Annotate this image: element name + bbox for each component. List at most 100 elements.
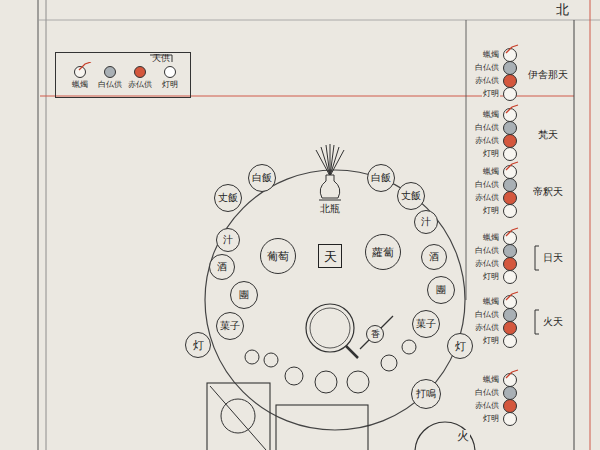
node-text: 汁 bbox=[223, 235, 233, 245]
item-label: 白仏供 bbox=[474, 247, 500, 255]
item-label: 蝋燭 bbox=[482, 51, 500, 59]
stand-box bbox=[207, 383, 270, 450]
item-label: 灯明 bbox=[482, 150, 500, 158]
offering-circle: 蘿蔔 bbox=[365, 234, 401, 270]
column-line bbox=[466, 20, 467, 300]
node-text: 天 bbox=[324, 250, 337, 263]
legend-item: 白仏供 bbox=[98, 66, 122, 89]
legend-swatch bbox=[104, 66, 116, 78]
node-text: 團 bbox=[239, 290, 249, 300]
legend-item: 赤仏供 bbox=[128, 66, 152, 89]
node-text: 蘿蔔 bbox=[372, 247, 394, 258]
item-label: 蝋燭 bbox=[482, 376, 500, 384]
heading-label: 火 bbox=[456, 430, 470, 443]
node-text: 白飯 bbox=[252, 173, 272, 183]
legend-swatch bbox=[74, 66, 86, 78]
legend-text: 蝋燭 bbox=[72, 81, 88, 89]
table-box bbox=[276, 405, 368, 450]
offering-circle: 香 bbox=[366, 325, 384, 343]
item-label: 白仏供 bbox=[474, 124, 500, 132]
incense-stick bbox=[360, 316, 393, 349]
item-label: 灯明 bbox=[482, 415, 500, 423]
offering-circle: 丈飯 bbox=[214, 184, 242, 212]
node-text: 葡萄 bbox=[267, 251, 289, 262]
heading-label: 梵天 bbox=[537, 130, 559, 141]
bracket bbox=[150, 55, 172, 62]
offering-circle: 酒 bbox=[421, 244, 447, 270]
tick-mark bbox=[77, 62, 93, 74]
item-label: 赤仏供 bbox=[474, 260, 500, 268]
node-text: 菓子 bbox=[220, 321, 240, 331]
deity-square: 天 bbox=[318, 244, 342, 268]
offering-circle: 汁 bbox=[216, 228, 240, 252]
node-text: 灯 bbox=[455, 341, 466, 352]
offering-circle: 灯 bbox=[185, 332, 211, 358]
heading-label: 帝釈天 bbox=[532, 187, 564, 198]
item-label: 赤仏供 bbox=[474, 324, 500, 332]
item-label: 赤仏供 bbox=[474, 77, 500, 85]
border-line bbox=[46, 0, 47, 450]
bowl-symbol bbox=[306, 304, 358, 358]
item-label: 赤仏供 bbox=[474, 137, 500, 145]
offering-group bbox=[504, 292, 519, 348]
node-text: 白飯 bbox=[371, 173, 391, 183]
item-label: 白仏供 bbox=[474, 181, 500, 189]
offering-circle: 葡萄 bbox=[260, 238, 296, 274]
bracket bbox=[535, 310, 539, 334]
offering-circle: 白飯 bbox=[367, 164, 395, 192]
item-label: 蝋燭 bbox=[482, 168, 500, 176]
item-label: 灯明 bbox=[482, 207, 500, 215]
node-text: 酒 bbox=[429, 252, 439, 262]
cup-symbol bbox=[245, 340, 416, 393]
offering-circle: 菓子 bbox=[412, 310, 440, 338]
legend-text: 灯明 bbox=[162, 81, 178, 89]
offering-circle: 團 bbox=[230, 281, 258, 309]
node-text: 灯 bbox=[193, 340, 204, 351]
offering-group bbox=[504, 105, 519, 161]
legend-swatch bbox=[134, 66, 146, 78]
border-line bbox=[574, 20, 575, 450]
item-label: 白仏供 bbox=[474, 389, 500, 397]
item-label: 蝋燭 bbox=[482, 234, 500, 242]
item-label: 灯明 bbox=[482, 273, 500, 281]
legend-text: 白仏供 bbox=[98, 81, 122, 89]
legend-item: 蝋燭 bbox=[72, 66, 88, 89]
node-text: 香 bbox=[371, 330, 380, 339]
offering-circle: 酒 bbox=[209, 254, 235, 280]
heading-label: 北瓶 bbox=[319, 204, 341, 215]
item-label: 蝋燭 bbox=[482, 111, 500, 119]
offering-circle: 團 bbox=[427, 276, 455, 304]
offering-circle: 打鳴 bbox=[411, 379, 441, 409]
offering-circle: 灯 bbox=[447, 333, 473, 359]
node-text: 丈飯 bbox=[401, 191, 421, 201]
item-label: 灯明 bbox=[482, 337, 500, 345]
offering-circle: 白飯 bbox=[248, 164, 276, 192]
heading-label: 火天 bbox=[542, 317, 564, 328]
heading-label: 北 bbox=[555, 3, 570, 17]
node-text: 酒 bbox=[217, 262, 227, 272]
node-text: 丈飯 bbox=[218, 193, 238, 203]
heading-label: 伊舎那天 bbox=[527, 70, 569, 81]
legend-item: 灯明 bbox=[162, 66, 178, 89]
node-text: 汁 bbox=[421, 217, 431, 227]
node-text: 菓子 bbox=[416, 319, 436, 329]
hearth-circle bbox=[415, 422, 475, 450]
item-label: 赤仏供 bbox=[474, 194, 500, 202]
offering-group bbox=[504, 162, 519, 218]
item-label: 白仏供 bbox=[474, 64, 500, 72]
node-text: 天供 bbox=[152, 54, 170, 63]
item-label: 白仏供 bbox=[474, 311, 500, 319]
stand-diagonal bbox=[210, 386, 266, 450]
bracket bbox=[535, 246, 539, 270]
legend-swatch bbox=[164, 66, 176, 78]
heading-label: 日天 bbox=[542, 253, 564, 264]
legend-text: 赤仏供 bbox=[128, 81, 152, 89]
item-label: 赤仏供 bbox=[474, 402, 500, 410]
item-label: 灯明 bbox=[482, 90, 500, 98]
red-rule bbox=[590, 0, 591, 450]
vase-symbol bbox=[316, 144, 344, 200]
offering-group bbox=[504, 228, 519, 284]
